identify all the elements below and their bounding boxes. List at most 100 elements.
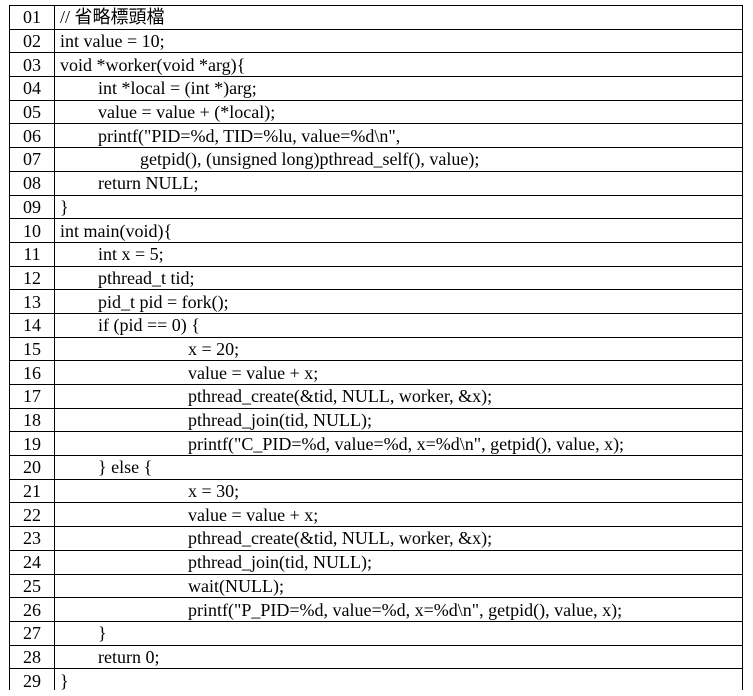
line-number: 16 <box>9 360 55 385</box>
code-cell: } <box>54 620 743 646</box>
code-row: 15 x = 20; <box>9 336 743 362</box>
code-text: void *worker(void *arg){ <box>60 54 246 75</box>
code-row: 08 return NULL; <box>9 170 743 196</box>
code-text: pthread_create(&tid, NULL, worker, &x); <box>188 528 493 549</box>
code-cell: return 0; <box>54 644 743 670</box>
code-text: if (pid == 0) { <box>98 315 200 336</box>
code-text: pid_t pid = fork(); <box>98 291 229 312</box>
code-text: pthread_t tid; <box>98 267 195 288</box>
line-number: 01 <box>9 5 55 30</box>
line-number: 13 <box>9 289 55 314</box>
line-number: 09 <box>9 194 55 220</box>
line-number: 23 <box>9 526 55 551</box>
line-number: 20 <box>9 455 55 480</box>
code-cell: pthread_join(tid, NULL); <box>54 407 743 433</box>
code-text: return NULL; <box>98 173 199 194</box>
code-text: } <box>60 196 69 217</box>
line-number: 08 <box>9 170 55 196</box>
code-cell: void *worker(void *arg){ <box>54 52 743 78</box>
code-text: } else { <box>98 457 153 478</box>
line-number: 02 <box>9 28 55 54</box>
code-cell: int main(void){ <box>54 218 743 243</box>
code-row: 23 pthread_create(&tid, NULL, worker, &x)… <box>9 526 743 551</box>
code-text: printf("C_PID=%d, value=%d, x=%d\n", get… <box>188 433 625 454</box>
line-number: 15 <box>9 336 55 362</box>
code-cell: } <box>54 194 743 220</box>
code-text: printf("PID=%d, TID=%lu, value=%d\n", <box>98 125 401 146</box>
code-row: 01// 省略標頭檔 <box>9 5 743 30</box>
code-cell: pthread_t tid; <box>54 265 743 291</box>
code-cell: // 省略標頭檔 <box>54 5 743 30</box>
code-cell: printf("C_PID=%d, value=%d, x=%d\n", get… <box>54 431 743 457</box>
code-text: // 省略標頭檔 <box>60 7 165 28</box>
clipped-text-top <box>0 0 753 3</box>
line-number: 18 <box>9 407 55 433</box>
code-text: value = value + x; <box>188 362 319 383</box>
code-text: pthread_join(tid, NULL); <box>188 552 372 573</box>
code-text: int x = 5; <box>98 244 164 265</box>
line-number: 11 <box>9 241 55 267</box>
line-number: 07 <box>9 147 55 172</box>
code-text: value = value + x; <box>188 504 319 525</box>
code-row: 12 pthread_t tid; <box>9 265 743 291</box>
code-row: 22 value = value + x; <box>9 502 743 528</box>
code-text: x = 30; <box>188 481 240 502</box>
code-text: x = 20; <box>188 338 240 359</box>
code-text: int *local = (int *)arg; <box>98 78 257 99</box>
line-number: 04 <box>9 76 55 101</box>
line-number: 28 <box>9 644 55 670</box>
code-cell: if (pid == 0) { <box>54 312 743 338</box>
code-row: 25 wait(NULL); <box>9 573 743 599</box>
code-text: } <box>60 670 69 691</box>
code-text: int main(void){ <box>60 220 173 241</box>
code-row: 20 } else { <box>9 455 743 480</box>
code-text: getpid(), (unsigned long)pthread_self(),… <box>140 149 480 170</box>
line-number: 05 <box>9 99 55 125</box>
code-row: 28 return 0; <box>9 644 743 670</box>
code-row: 11 int x = 5; <box>9 241 743 267</box>
code-row: 04 int *local = (int *)arg; <box>9 76 743 101</box>
line-number: 27 <box>9 620 55 646</box>
code-text: return 0; <box>98 646 160 667</box>
code-cell: int x = 5; <box>54 241 743 267</box>
clipped-text-bottom <box>0 690 753 696</box>
code-cell: value = value + x; <box>54 502 743 528</box>
line-number: 03 <box>9 52 55 78</box>
code-text: pthread_join(tid, NULL); <box>188 410 372 431</box>
code-cell: } <box>54 668 743 693</box>
code-text: int value = 10; <box>60 31 165 52</box>
code-cell: int value = 10; <box>54 28 743 54</box>
code-row: 29} <box>9 668 743 693</box>
code-row: 07 getpid(), (unsigned long)pthread_self(… <box>9 147 743 172</box>
code-cell: value = value + x; <box>54 360 743 385</box>
line-number: 12 <box>9 265 55 291</box>
code-cell: getpid(), (unsigned long)pthread_self(),… <box>54 147 743 172</box>
code-cell: pthread_create(&tid, NULL, worker, &x); <box>54 526 743 551</box>
line-number: 29 <box>9 668 55 693</box>
code-row: 16 value = value + x; <box>9 360 743 385</box>
code-text: wait(NULL); <box>188 575 284 596</box>
code-cell: int *local = (int *)arg; <box>54 76 743 101</box>
line-number: 26 <box>9 597 55 622</box>
line-number: 22 <box>9 502 55 528</box>
code-cell: pid_t pid = fork(); <box>54 289 743 314</box>
code-cell: printf("P_PID=%d, value=%d, x=%d\n", get… <box>54 597 743 622</box>
line-number: 14 <box>9 312 55 338</box>
code-cell: pthread_join(tid, NULL); <box>54 549 743 575</box>
code-row: 19 printf("C_PID=%d, value=%d, x=%d\n", g… <box>9 431 743 457</box>
line-number: 25 <box>9 573 55 599</box>
code-cell: printf("PID=%d, TID=%lu, value=%d\n", <box>54 123 743 149</box>
code-cell: return NULL; <box>54 170 743 196</box>
line-number: 19 <box>9 431 55 457</box>
code-cell: wait(NULL); <box>54 573 743 599</box>
